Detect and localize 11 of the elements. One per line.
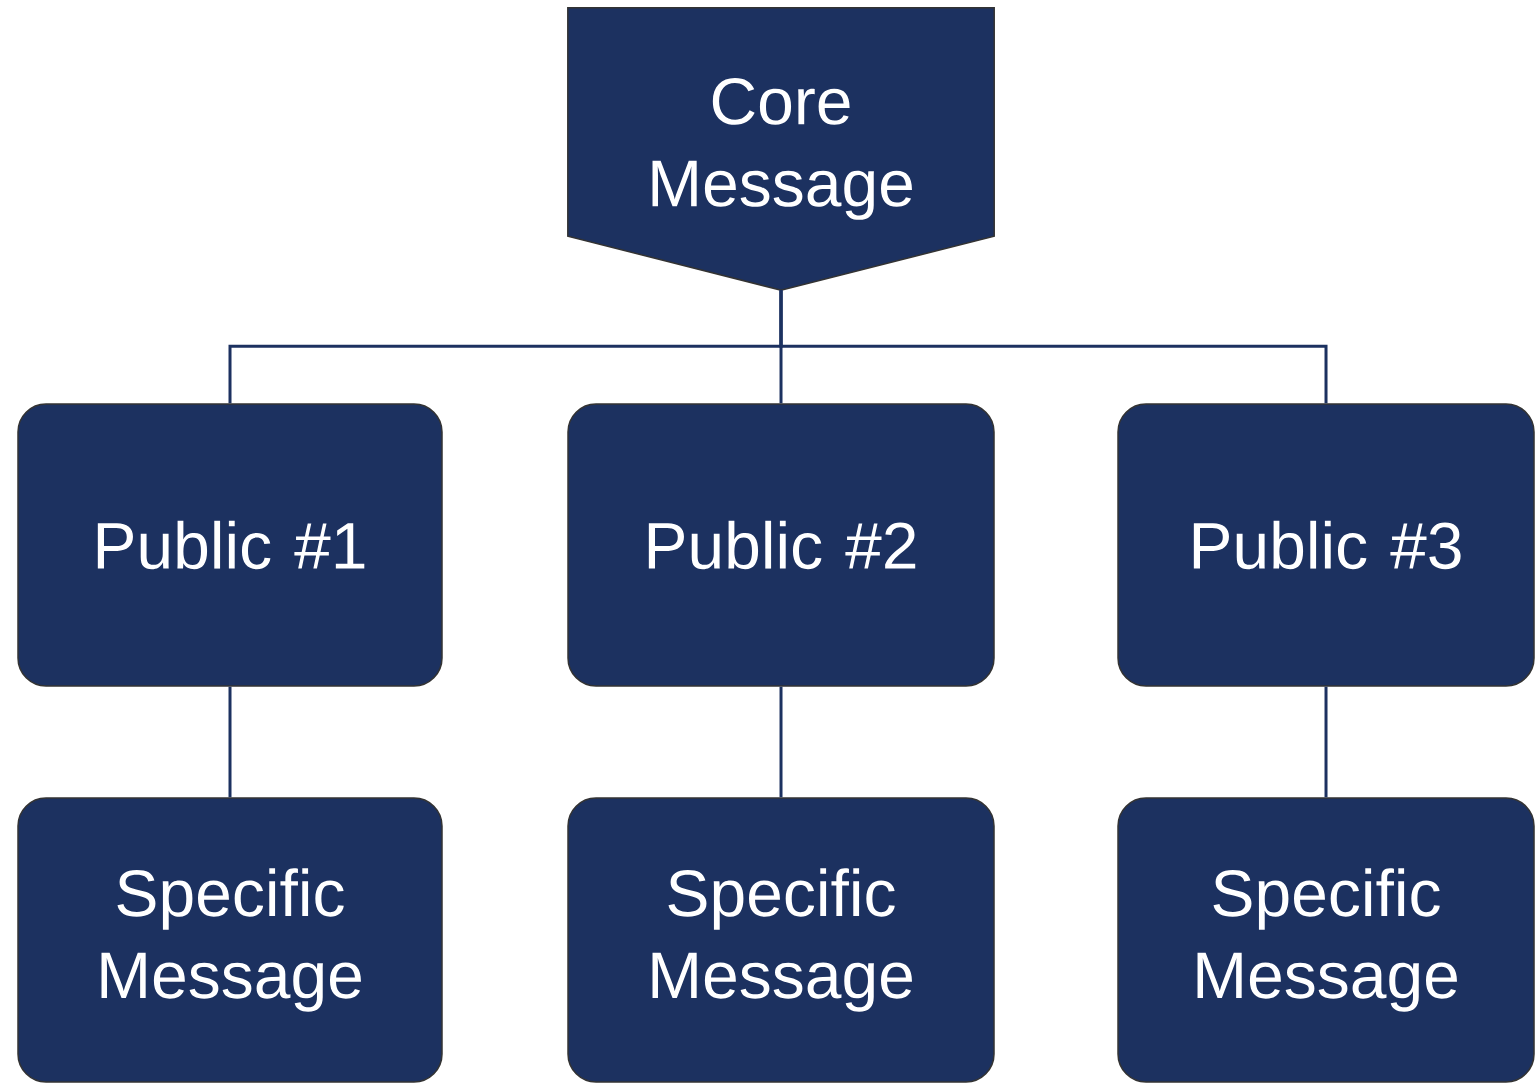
connector-line bbox=[779, 686, 783, 798]
message-box: Public #1 bbox=[17, 403, 443, 687]
connector-line bbox=[1324, 686, 1328, 798]
message-box: Specific Message bbox=[567, 797, 995, 1083]
message-box: Specific Message bbox=[1117, 797, 1535, 1083]
connector-line bbox=[228, 686, 232, 798]
message-box: Public #2 bbox=[567, 403, 995, 687]
message-box: Specific Message bbox=[17, 797, 443, 1083]
connector-line bbox=[779, 290, 1328, 404]
core-message-box: Core Message bbox=[567, 7, 995, 291]
message-box: Public #3 bbox=[1117, 403, 1535, 687]
